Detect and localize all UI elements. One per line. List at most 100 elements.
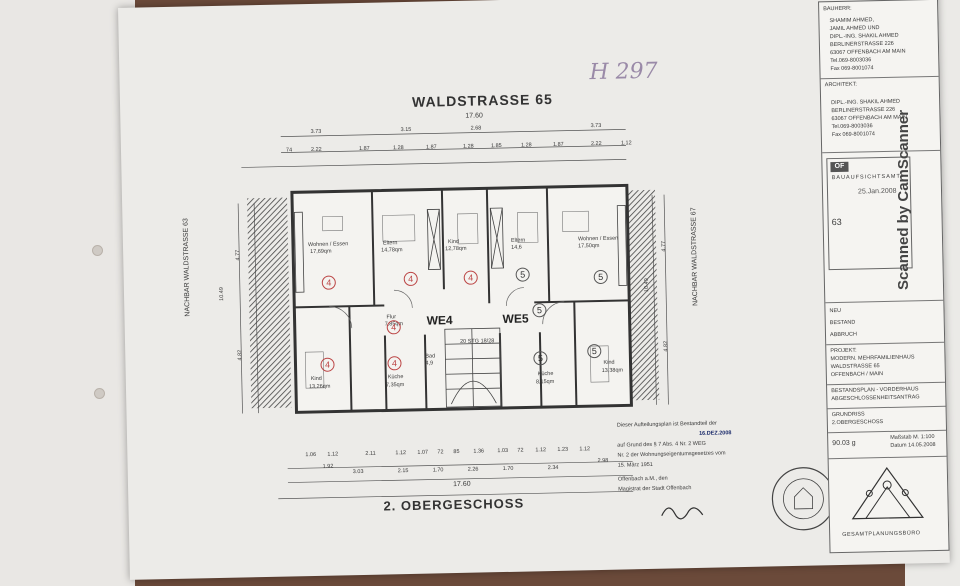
signature [661,507,704,520]
dim-top-r2-9: 1.87 [552,141,564,148]
room-area: 14,6 [511,244,522,251]
certificate-line: Magistrat der Stadt Offenbach [618,485,692,493]
date-info: Datum 14.05.2008 [890,441,936,449]
dim-top-r2-3: 1.87 [358,145,370,152]
room-name: Wohnen / Essen [307,241,349,249]
builder-line: SHAMIM AHMED, [829,17,875,25]
room-area: 7,35qm [385,382,405,389]
floor-plan-drawing [237,129,669,500]
dim-top-r2-11: 1.12 [620,140,632,147]
handwritten-reference: H 297 [589,58,658,86]
punch-hole [92,245,103,256]
architect-line: BERLINERSTRASSE 226 [831,106,896,115]
plan-content: GRUNDRISS [831,411,865,419]
certificate-block: Dieser Aufteilungsplan ist Bestandteil d… [617,418,819,532]
camscanner-watermark: Scanned by CamScanner [895,109,912,290]
room-area: 13,26qm [308,383,331,391]
stair-label: 20 STG 18/28 [460,338,495,345]
room-name: Bad [425,353,436,360]
legend-new: NEU [829,307,842,315]
builder-line: 63067 OFFENBACH AM MAIN [830,48,906,57]
authority-number: 63 [831,216,842,228]
dim-top-r2-10: 2.22 [590,140,602,148]
dim-bottom-r2: 2.98 [597,457,609,465]
authority-name: BAUAUFSICHTSAMT [831,173,901,182]
builder-line: Tel.069-8003036 [830,57,872,65]
room-name: Kind [447,238,460,246]
unit-we5-label: WE5 [502,311,529,327]
builder-line: DIPL.-ING. SHAKIL AHMED [829,32,899,41]
dim-top-r2-8: 1.28 [520,142,532,149]
firm-name: GESAMTPLANUNGSBÜRO [842,530,921,538]
architect-line: Tel.069-8003036 [831,123,873,131]
project-title: PROJEKT: [830,347,857,355]
neighbour-left-label: NACHBAR WALDSTRASSE 63 [182,218,192,317]
dim-bottom: 1.12 [327,451,339,458]
neighbour-right-label: NACHBAR WALDSTRASSE 67 [690,207,700,307]
punch-hole [94,388,105,399]
certificate-line: 15. März 1951 [617,461,653,469]
dim-top-1: 3.73 [310,128,322,135]
side-dim-2: 4.77 [235,249,242,261]
room-name: Eltern [510,237,526,244]
project-line: OFFENBACH / MAIN [830,371,884,379]
dim-bottom: 1.06 [305,451,317,459]
plan-content: 2.OBERGESCHOSS [831,419,884,427]
dim-bottom: 85 [453,448,460,456]
dim-top-r2-7: 1.85 [490,142,502,150]
room-area: 12,78qm [445,245,467,253]
architect-line: Fax 069-8001074 [831,131,875,139]
builder-line: BERLINERSTRASSE 226 [829,40,894,49]
certificate-line: Dieser Aufteilungsplan ist Bestandteil d… [616,420,717,429]
dim-bottom-r2: 3.03 [352,468,364,476]
plan-number: 90.03 g [832,439,856,448]
dim-bottom-r2: 1.70 [502,465,514,473]
dim-bottom: 72 [517,447,524,454]
dim-top-r2-2: 2.22 [310,146,322,153]
firm-logo [851,466,925,520]
dim-bottom: 1.07 [417,449,429,456]
dim-top-r2-5: 1.87 [425,144,437,151]
authority-logo: OF [830,161,849,173]
dim-bottom-r2: 2.34 [547,464,559,472]
neighbour-wall-left [247,197,292,409]
dim-bottom-r2: 1.92 [322,463,334,470]
room-name: Küche [537,370,554,378]
room-name: Kind [603,359,615,366]
room-area: 13,38qm [601,367,624,374]
room-name: Kind [310,375,322,383]
plan-description: ABGESCHLOSSENHEITSANTRAG [831,394,920,403]
room-area: 17,50qm [578,242,600,250]
total-width-bottom: 17.60 [452,480,471,489]
floor-plan-sheet: H 297 WALDSTRASSE 65 17.60 [118,0,950,580]
builder-line: JAMIL AHMED UND [829,25,880,33]
legend-existing: BESTAND [829,319,856,327]
room-name: Küche [387,374,404,381]
room-area: 4,9 [425,360,434,367]
architect-title: ARCHITEKT: [824,81,857,89]
dim-top-4: 3.73 [590,122,602,130]
builder-title: BAUHERR: [823,5,852,13]
floor-title: 2. OBERGESCHOSS [383,495,525,514]
certificate-line: Offenbach a.M., den [617,475,668,483]
room-name: Eltern [382,240,398,247]
room-area: 17,69qm [310,248,332,256]
dim-bottom: 1.23 [557,446,569,453]
certificate-line: Nr. 2 der Wohnungseigentumsgesetzes vom [617,450,726,459]
room-area: 8,15qm [535,378,555,386]
dim-bottom: 1.36 [473,448,485,455]
builder-line: Fax 069-8001074 [830,65,874,73]
certificate-date: 16.DEZ.2008 [698,430,732,437]
side-dim-5: 4.77 [660,240,668,252]
scale-info: Maßstab M. 1:100 [890,433,935,441]
title-block: BAUHERR: SHAMIM AHMED, JAMIL AHMED UND D… [818,0,950,554]
dim-top-r2-1: 74 [285,147,293,154]
side-dim-4: 10.49 [643,278,651,293]
room-area: 14,78qm [381,247,403,254]
unit-we4-label: WE4 [426,313,453,328]
project-line: MODERN. MEHRFAMILIENHAUS [830,354,915,363]
certificate-line: auf Grund des § 7 Abs. 4 Nr. 2 WEG [617,440,706,449]
dim-bottom: 2.11 [365,450,376,457]
architect-line: DIPL.-ING. SHAKIL AHMED [831,98,901,107]
dim-bottom: 1.12 [535,447,547,454]
